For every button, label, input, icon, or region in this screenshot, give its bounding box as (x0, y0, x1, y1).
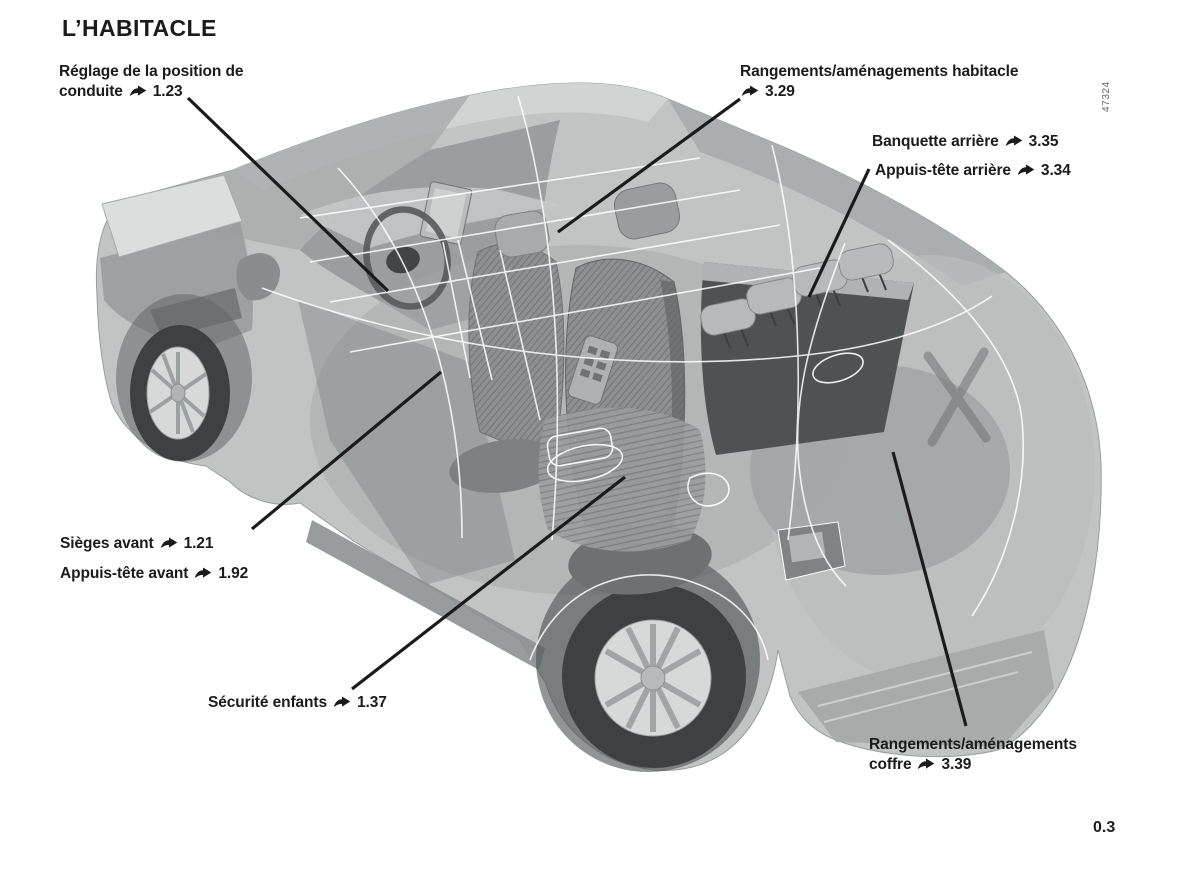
bumper-groove (823, 671, 1019, 723)
rear-headrest (838, 243, 894, 281)
bumper-groove (817, 651, 1033, 707)
reference-arrow-icon (1005, 135, 1022, 147)
door-shadow (298, 300, 515, 585)
rear-bumper (798, 630, 1054, 747)
leader-line-sieges-avant (250, 370, 443, 531)
leader-line-securite-enfants (351, 475, 626, 691)
storage-outlines (546, 352, 864, 507)
callout-line1: Rangements/aménagements (869, 736, 1077, 753)
callout-text: Sécurité enfants (208, 694, 327, 711)
callout-ref-line: coffre 3.39 (869, 755, 1077, 775)
leader-line-rangements-coffre (891, 451, 968, 727)
roof-highlight (233, 83, 668, 190)
reference-arrow-icon (1017, 164, 1035, 176)
callout-sieges-avant: Sièges avant 1.21 (60, 534, 213, 554)
front-hub (170, 383, 186, 403)
callout-line1: Rangements/aménagements habitacle (740, 63, 1019, 80)
callout-ref: 3.35 (1028, 133, 1059, 150)
leader-line-appuis-tete-arriere (807, 168, 871, 298)
callout-ref-line: conduite 1.23 (59, 82, 243, 102)
side-mirror (236, 253, 281, 301)
rear-wheel (536, 548, 760, 772)
callout-ref-line: 3.29 (740, 82, 1018, 102)
rocker-sill (306, 520, 545, 670)
callout-ref-line: Appuis-tête arrière 3.34 (875, 161, 1071, 181)
illustration-number: 47324 (1101, 81, 1112, 112)
reference-arrow-icon (741, 84, 759, 96)
callout-ref-line: Appuis-tête avant 1.92 (60, 564, 248, 584)
rear-hub (640, 665, 666, 691)
driver-headrest (494, 210, 550, 258)
callout-appuis-tete-arriere: Appuis-tête arrière 3.34 (875, 161, 1071, 181)
trunk-trim-marks (923, 347, 991, 447)
callout-ref-line: Sécurité enfants 1.37 (208, 693, 387, 713)
reference-arrow-icon (333, 696, 351, 708)
leader-line-rangements-habitacle (557, 97, 741, 234)
rear-roof-slope (668, 99, 1006, 286)
callout-text: Appuis-tête avant (60, 565, 189, 582)
callout-rangements-habitacle: Rangements/aménagements habitacle 3.29 (740, 62, 1018, 101)
reference-arrow-icon (160, 537, 177, 549)
callout-appuis-tete-avant: Appuis-tête avant 1.92 (60, 564, 248, 584)
leader-lines (186, 96, 968, 727)
front-wheel (116, 294, 252, 462)
reference-arrow-icon (195, 567, 212, 579)
driver-seat-cushion (449, 439, 561, 493)
callout-text: conduite (59, 82, 123, 100)
callout-ref-line: Sièges avant 1.21 (60, 534, 213, 554)
callout-text: Banquette arrière (872, 133, 999, 150)
steering-hub (386, 246, 420, 274)
callout-banquette-arriere: Banquette arrière 3.35 (872, 132, 1059, 152)
rear-headrests (700, 243, 894, 349)
seam-lines (261, 95, 1025, 661)
callout-ref: 3.29 (765, 82, 795, 100)
page-title: L’HABITACLE (62, 15, 217, 41)
callout-line1: Réglage de la position de (59, 63, 244, 80)
callout-text: Sièges avant (60, 535, 154, 552)
callout-rangements-coffre: Rangements/aménagements coffre 3.39 (869, 735, 1077, 774)
callout-ref: 1.21 (183, 535, 214, 552)
reference-arrow-icon (129, 84, 147, 96)
callout-text: coffre (869, 755, 912, 773)
steering-wheel (363, 206, 451, 310)
callout-reglage-position-conduite: Réglage de la position de conduite 1.23 (59, 62, 244, 102)
callout-ref: 3.34 (1040, 162, 1071, 179)
callout-securite-enfants: Sécurité enfants 1.37 (208, 693, 387, 713)
callout-ref-line: Banquette arrière 3.35 (872, 132, 1059, 152)
reference-arrow-icon (918, 757, 935, 769)
interior (300, 181, 991, 595)
callout-text: Appuis-tête arrière (875, 162, 1011, 179)
passenger-headrest (613, 182, 681, 240)
callout-ref: 1.23 (152, 82, 183, 100)
leader-line-reglage-conduite (186, 96, 390, 293)
console-buttons (579, 345, 611, 382)
callout-ref: 3.39 (941, 755, 972, 773)
headlight (101, 174, 243, 258)
callout-ref: 1.92 (218, 565, 249, 582)
page-number: 0.3 (1093, 819, 1116, 836)
callout-ref: 1.37 (357, 694, 387, 711)
